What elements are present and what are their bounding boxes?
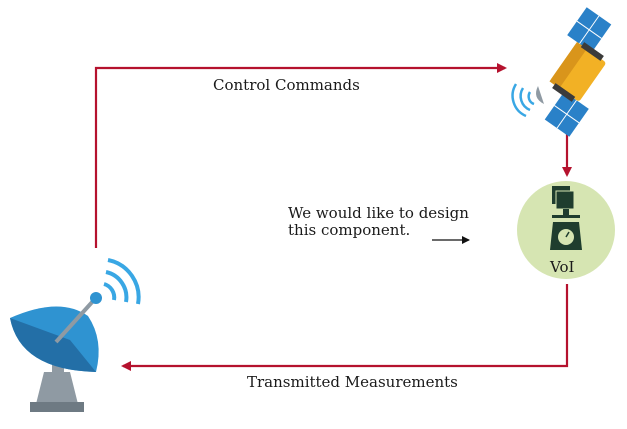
control-commands-edge [94, 63, 507, 248]
voi-label: VoI [550, 258, 575, 276]
design-annotation-line2: this component. [288, 221, 411, 240]
transmitted-measurements-edge [121, 284, 569, 371]
control-commands-label: Control Commands [213, 76, 360, 94]
satellite-icon [511, 7, 612, 137]
design-annotation: We would like to design this component. [288, 204, 469, 240]
ground-antenna-icon [10, 258, 141, 412]
voi-node [517, 181, 615, 279]
voi-scale-icon [550, 186, 582, 250]
design-annotation-line1: We would like to design [288, 204, 469, 222]
transmitted-measurements-label: Transmitted Measurements [247, 373, 458, 391]
